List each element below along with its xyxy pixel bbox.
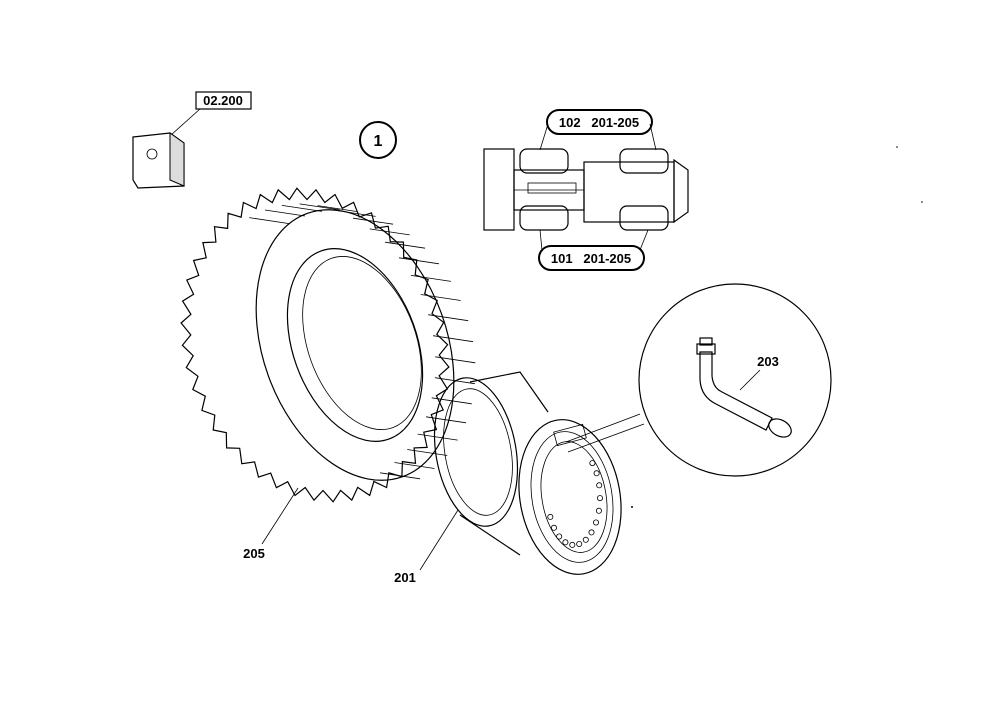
tread-line	[425, 416, 467, 424]
callout-bottom[interactable]: 101 201-205	[538, 245, 645, 271]
vehicle-topview	[483, 148, 689, 231]
bolt-hole	[593, 470, 600, 477]
bolt-hole	[576, 541, 583, 548]
tread-line	[394, 462, 435, 469]
bolt-hole	[569, 541, 576, 548]
view-marker-label: 1	[374, 133, 383, 150]
valve-detail[interactable]	[565, 283, 832, 477]
rim[interactable]	[424, 371, 633, 582]
callout-top[interactable]: 102 201-205	[546, 109, 653, 135]
stray-mark	[631, 506, 633, 508]
tread-line	[353, 217, 394, 225]
document-icon	[132, 132, 185, 189]
reference-group: 02.200	[132, 91, 252, 189]
tread-line	[410, 275, 451, 282]
rim-label[interactable]: 201	[394, 570, 416, 585]
reference-box	[195, 91, 252, 110]
tread-line	[380, 472, 421, 480]
tread-line	[407, 449, 448, 456]
bolt-hole	[556, 533, 563, 540]
reference-label[interactable]: 02.200	[203, 93, 243, 108]
tire[interactable]	[180, 182, 489, 508]
rim-leader	[419, 509, 459, 571]
front-right-wheel	[519, 205, 569, 231]
bolt-hole	[588, 529, 595, 536]
rear-left-wheel	[619, 148, 669, 174]
tread-line	[420, 294, 461, 301]
tread-line	[385, 241, 426, 249]
bolt-hole	[562, 539, 569, 546]
tire-label[interactable]: 205	[243, 546, 265, 561]
valve-icon	[696, 337, 792, 438]
tread-line	[281, 205, 322, 212]
bolt-hole	[582, 536, 589, 543]
stray-mark	[896, 146, 898, 148]
rear-right-wheel	[619, 205, 669, 231]
callout-top-label: 102 201-205	[559, 115, 639, 130]
bolt-hole	[597, 495, 604, 502]
bolt-hole	[596, 482, 603, 489]
bolt-hole	[595, 507, 602, 514]
bolt-hole	[593, 519, 600, 526]
bolt-hole	[551, 524, 558, 531]
tread-line	[249, 217, 290, 224]
stray-mark	[921, 201, 923, 203]
tread-line	[369, 228, 410, 236]
tread-line	[398, 257, 440, 265]
view-marker: 1	[359, 121, 397, 159]
tread-line	[264, 209, 306, 217]
bolt-hole	[589, 460, 596, 467]
callout-top-leader-right	[649, 123, 657, 151]
tire-leader	[261, 487, 299, 545]
tread-line	[435, 356, 476, 364]
tread-line	[433, 335, 474, 343]
callout-bottom-leader-left	[539, 229, 543, 251]
tread-line	[299, 203, 340, 211]
tread-line	[428, 314, 469, 322]
tread-line	[317, 205, 358, 212]
callout-top-leader-left	[539, 123, 549, 151]
front-left-wheel	[519, 148, 569, 174]
callout-bottom-label: 101 201-205	[551, 251, 631, 266]
valve-leader	[739, 369, 761, 391]
tread-line	[417, 433, 458, 441]
callout-bottom-leader-right	[639, 229, 649, 251]
valve-label[interactable]: 203	[757, 354, 779, 369]
tread-line	[335, 210, 376, 217]
bolt-hole	[547, 513, 554, 520]
